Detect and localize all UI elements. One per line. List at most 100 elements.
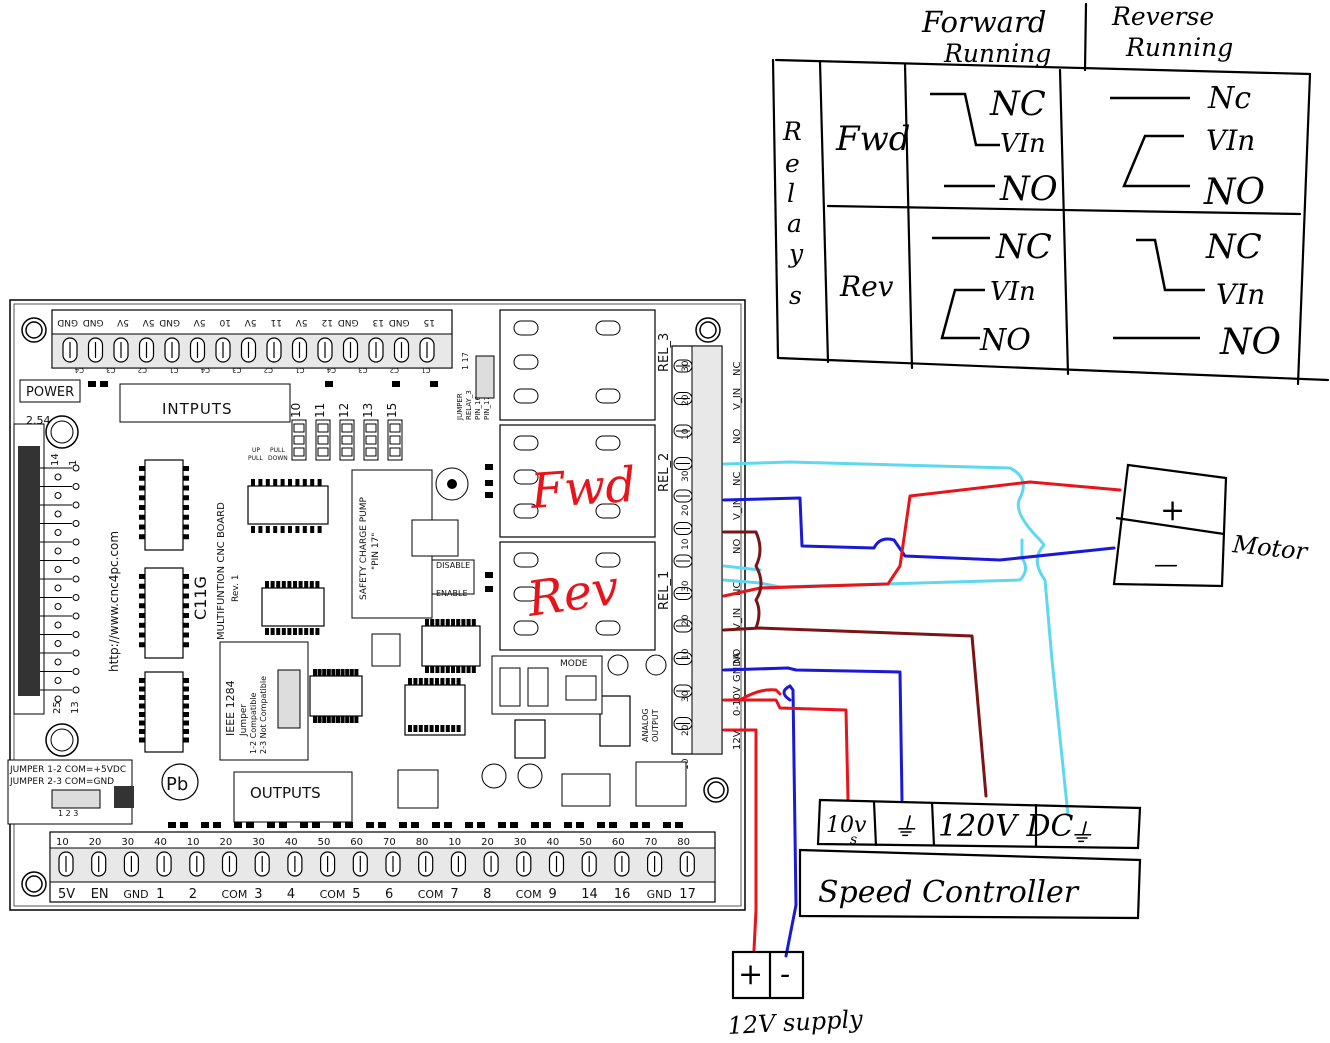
relay-pin-number: 20 <box>681 504 691 516</box>
bottom-pin-number: 20 <box>220 837 233 848</box>
top-pin-label: C1 <box>421 366 430 374</box>
top-pin-label: C4 <box>326 366 336 374</box>
bottom-terminal-label: COM <box>222 888 248 901</box>
bottom-terminal-label: COM <box>516 888 542 901</box>
svg-text:MULTIFUNTION CNC BOARD: MULTIFUNTION CNC BOARD <box>216 502 227 640</box>
top-pin-label: C2 <box>390 366 399 374</box>
top-terminal-label: 5V <box>142 317 155 327</box>
svg-text:JUMPER 2-3 COM=GND: JUMPER 2-3 COM=GND <box>9 777 114 787</box>
relay-pin-number: 30 <box>681 360 691 372</box>
supply-label: 12V supply <box>727 1005 864 1040</box>
svg-text:NC: NC <box>995 227 1052 267</box>
annotation-rev: Rev <box>523 560 623 628</box>
bottom-pin-number: 60 <box>612 837 625 848</box>
bottom-pin-number: 30 <box>514 837 527 848</box>
svg-text:ENABLE: ENABLE <box>436 589 468 598</box>
pin-header-label: 15 <box>385 403 399 418</box>
relay-pin-number: 30 <box>681 580 691 592</box>
relay-terminal-label: V_IN <box>732 388 743 410</box>
relay-pin-number: 10 <box>681 648 691 660</box>
relay-terminal-label: NO <box>732 649 743 664</box>
pin-header-label: 12 <box>337 403 351 418</box>
relay-terminal-label: V_IN <box>732 608 743 630</box>
sc-120v-label: 120V DC <box>938 809 1074 844</box>
svg-text:JUMPER 1-2 COM=+5VDC: JUMPER 1-2 COM=+5VDC <box>9 765 126 775</box>
motor <box>1112 463 1228 588</box>
bottom-terminal-label: GND <box>647 888 672 901</box>
svg-text:VIn: VIn <box>990 277 1036 307</box>
top-pin-label: C2 <box>138 366 147 374</box>
bottom-pin-number: 40 <box>285 837 298 848</box>
top-terminal-label: GND <box>389 317 410 327</box>
svg-text:NO: NO <box>1203 172 1265 213</box>
bottom-pin-number: 60 <box>350 837 363 848</box>
row-fwd: Fwd <box>835 119 910 159</box>
top-terminal-label: 5V <box>244 317 257 327</box>
svg-text:DOWN: DOWN <box>268 455 288 462</box>
svg-text:PIN_17: PIN_17 <box>483 396 491 420</box>
bottom-terminal-label: 2 <box>189 887 197 902</box>
relay-pin-number: 30 <box>681 470 691 482</box>
svg-text:Nc: Nc <box>1207 81 1251 116</box>
svg-text:DISABLE: DISABLE <box>436 561 470 570</box>
top-terminal-label: GND <box>338 317 359 327</box>
bottom-terminal-label: 4 <box>287 887 295 902</box>
annotation-fwd: Fwd <box>528 457 638 520</box>
svg-text:NC: NC <box>989 84 1046 124</box>
wire-blue-rel2-vin <box>722 496 1116 562</box>
relay-state-table <box>771 2 1330 386</box>
top-pin-label: C1 <box>295 366 304 374</box>
relay-pin-number: 30 <box>681 690 691 702</box>
bottom-terminal-label: COM <box>418 888 444 901</box>
bottom-terminal-label: 1 <box>156 887 164 902</box>
top-terminal-label: 15 <box>424 317 435 327</box>
svg-text:+: + <box>1160 493 1185 528</box>
svg-text:NC: NC <box>1205 227 1262 267</box>
bottom-pin-number: 80 <box>416 837 429 848</box>
top-terminal-label: 11 <box>271 317 282 327</box>
svg-text:ANALOG: ANALOG <box>641 708 650 742</box>
svg-text:OUTPUT: OUTPUT <box>651 709 660 742</box>
wire-maroon-bridge <box>722 530 763 630</box>
bottom-pin-number: 10 <box>187 837 200 848</box>
relay-pin-number: 10 <box>681 538 691 550</box>
bottom-pin-number: 80 <box>677 837 690 848</box>
bottom-pin-number: 70 <box>645 837 658 848</box>
svg-text:2.54: 2.54 <box>26 414 51 427</box>
analog-terminal-label: 12V <box>732 730 743 750</box>
website-label: http://www.cnc4pc.com <box>107 531 121 672</box>
svg-text:1-2 Compatible: 1-2 Compatible <box>249 692 258 754</box>
wire-cyan-rel1-nc <box>722 564 762 572</box>
bottom-terminal-label: 14 <box>581 887 598 902</box>
motor-label: Motor <box>1230 530 1310 566</box>
svg-text:NO: NO <box>979 323 1031 358</box>
bottom-terminal-label: EN <box>91 887 109 902</box>
svg-text:1: 1 <box>68 460 79 466</box>
bottom-terminal-label: 5 <box>352 887 360 902</box>
wire-blue-left <box>782 684 792 702</box>
relay-terminal-label: V_IN <box>732 498 743 520</box>
cell-fwd-forward <box>930 92 1000 188</box>
relay-terminal-label: NO <box>732 539 743 554</box>
bottom-pin-number: 20 <box>89 837 102 848</box>
svg-text:Rev. 1: Rev. 1 <box>231 575 241 602</box>
svg-text:UP: UP <box>252 447 260 454</box>
inputs-label: INTPUTS <box>162 400 233 418</box>
top-terminal-label: GND <box>159 317 180 327</box>
top-terminal-label: GND <box>57 317 78 327</box>
bottom-terminal-label: 16 <box>614 887 631 902</box>
svg-text:—: — <box>1154 550 1178 578</box>
relay-label: REL_3 <box>657 333 672 372</box>
pin-header-label: 10 <box>289 403 303 418</box>
top-terminal-label: 10 <box>219 317 231 327</box>
svg-text:NO: NO <box>1219 322 1281 363</box>
header-forward-running: Running <box>943 39 1051 68</box>
svg-text:+: + <box>738 957 763 992</box>
bottom-terminal-label: 5V <box>58 887 75 902</box>
top-pin-label: C3 <box>358 366 367 374</box>
wire-red-10v <box>722 698 850 802</box>
analog-terminal-label: GNDA <box>732 652 743 682</box>
